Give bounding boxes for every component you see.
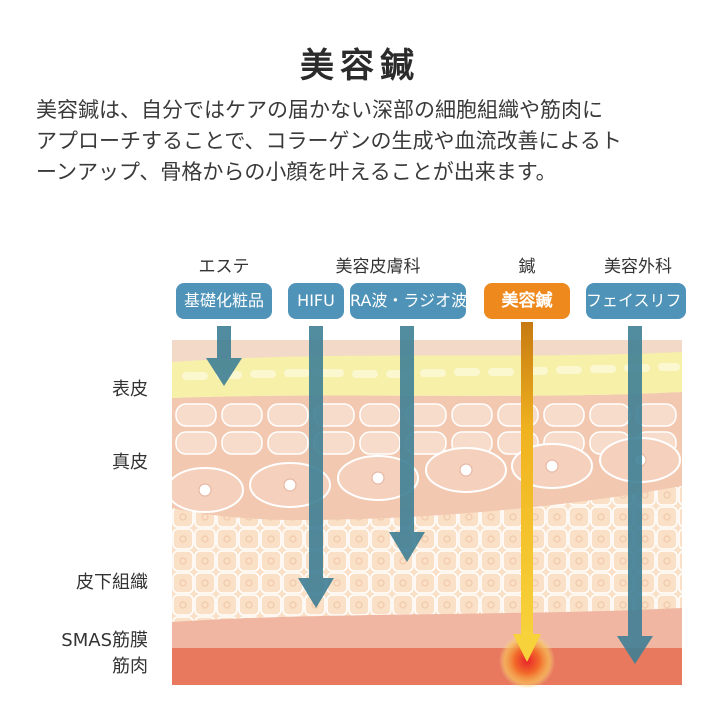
hifu-arrow bbox=[309, 326, 323, 578]
skin-surface bbox=[172, 340, 682, 362]
smas-layer bbox=[172, 608, 682, 648]
muscle-layer bbox=[172, 648, 682, 685]
description-line: 美容鍼は、自分ではケアの届かない深部の細胞組織や筋肉に bbox=[36, 98, 603, 122]
label-subcutis: 皮下組織 bbox=[76, 572, 148, 593]
cosmetics-arrow-head bbox=[206, 358, 242, 386]
label-smas: SMAS筋膜 bbox=[61, 630, 148, 651]
category-derm: 美容皮膚科 bbox=[335, 257, 421, 277]
label-dermis: 真皮 bbox=[112, 452, 148, 473]
needle-tip bbox=[513, 634, 541, 662]
label-epidermis: 表皮 bbox=[112, 379, 148, 400]
badge-hifu: HIFU bbox=[288, 283, 344, 319]
badge-cosmetics: 基礎化粧品 bbox=[176, 283, 272, 319]
needle-shaft bbox=[521, 322, 533, 634]
badge-facelift: フェイスリフト bbox=[586, 283, 698, 319]
page-title: 美容鍼 bbox=[300, 46, 420, 86]
category-surgery: 美容外科 bbox=[604, 257, 672, 277]
category-esthe: エステ bbox=[198, 257, 250, 277]
badge-hari: 美容鍼 bbox=[484, 283, 570, 319]
label-muscle: 筋肉 bbox=[112, 656, 148, 677]
category-hari: 鍼 bbox=[518, 257, 536, 277]
ra-arrow-head bbox=[389, 532, 425, 562]
description-line: ーンアップ、骨格からの小顔を叶えることが出来ます。 bbox=[36, 160, 557, 184]
facelift-arrow bbox=[628, 326, 642, 636]
description: 美容鍼は、自分ではケアの届かない深部の細胞組織や筋肉に アプローチすることで、コ… bbox=[36, 95, 696, 188]
ra-arrow bbox=[400, 326, 414, 532]
badge-ra: RA波・ラジオ波 bbox=[350, 283, 467, 319]
hifu-arrow-head bbox=[298, 578, 334, 608]
description-line: アプローチすることで、コラーゲンの生成や血流改善によるト bbox=[36, 129, 622, 153]
facelift-arrow-head bbox=[617, 636, 653, 664]
cosmetics-arrow bbox=[217, 326, 231, 358]
